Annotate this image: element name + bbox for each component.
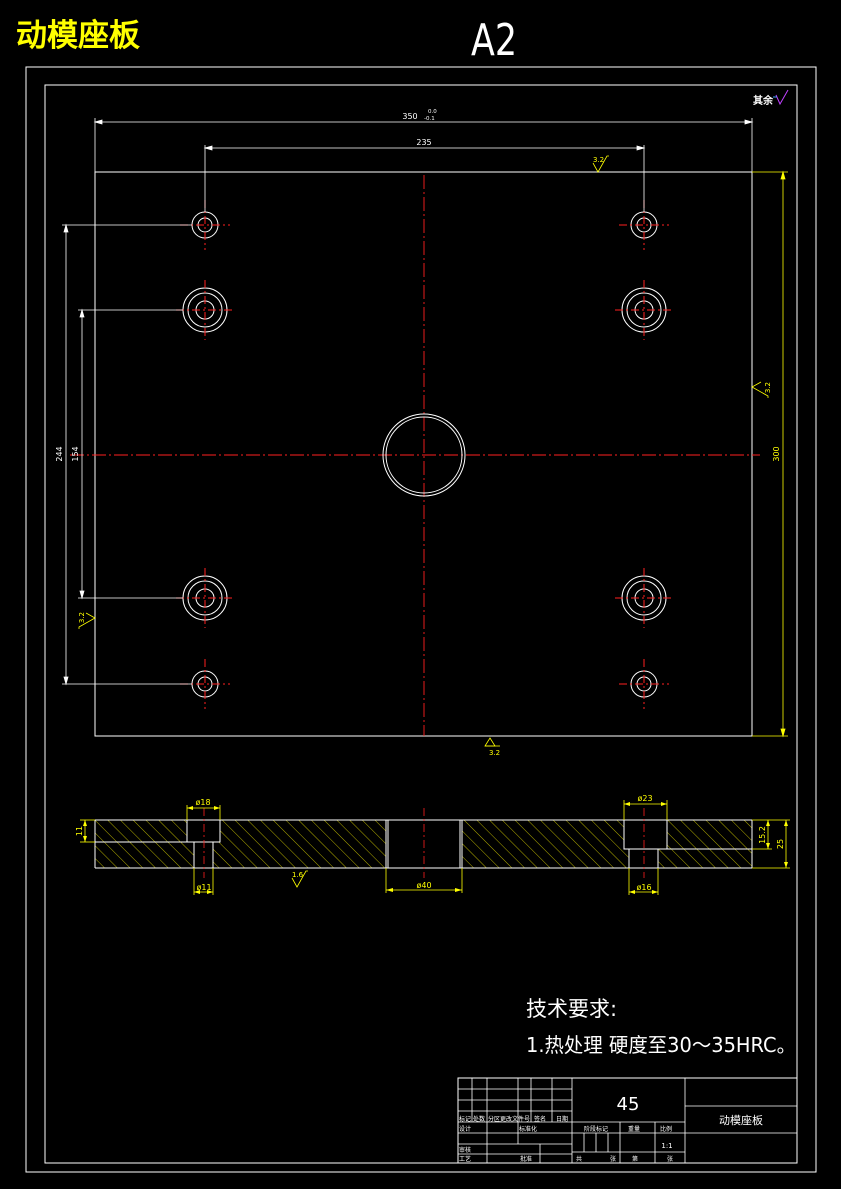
svg-text:重量: 重量 [628, 1125, 640, 1133]
dim-inner-hole-spacing-text: 154 [71, 446, 80, 461]
section-dimension-lines [80, 800, 790, 895]
section-outline [94, 819, 753, 869]
title-block: 45 动模座板 1:1 标记 处数 分区 更改文件号 签名 日期 设计 标准化 … [457, 1077, 798, 1164]
dim-dia-11: ø11 [196, 883, 211, 892]
svg-text:3.2: 3.2 [489, 749, 500, 757]
dim-thickness: 25 [776, 839, 785, 849]
dim-step-right: 15.2 [758, 826, 767, 844]
material-value: 45 [617, 1094, 640, 1115]
dim-height-text: 300 [772, 446, 781, 461]
dimension-height-300 [752, 170, 788, 738]
dim-dia-16: ø16 [636, 883, 651, 892]
hole-lower-right-large [615, 568, 673, 628]
svg-text:其余: 其余 [753, 94, 774, 107]
section-view: ø18 ø11 ø40 ø23 ø16 11 15.2 25 1.6 [75, 794, 790, 895]
svg-text:标记: 标记 [459, 1115, 471, 1123]
dim-width-text: 350 [402, 112, 417, 121]
dim-step-left: 11 [75, 826, 84, 836]
svg-text:共: 共 [576, 1155, 582, 1163]
roughness-symbol-bottom: 3.2 [484, 737, 500, 757]
svg-text:日期: 日期 [556, 1115, 568, 1123]
svg-text:标准化: 标准化 [519, 1125, 537, 1133]
svg-text:1.6: 1.6 [292, 871, 304, 879]
svg-text:3.2: 3.2 [593, 156, 604, 164]
svg-text:审核: 审核 [459, 1146, 471, 1154]
dim-dia-18: ø18 [195, 798, 210, 807]
title-block-labels: 标记 处数 分区 更改文件号 签名 日期 设计 标准化 审核 工艺 批准 阶段标… [459, 1115, 673, 1163]
outer-border [25, 66, 817, 1173]
tech-requirement-1: 1.热处理 硬度至30～35HRC。 [526, 1033, 796, 1057]
plan-view: 350 0.0 -0.1 235 3.2 300 3.2 [55, 109, 788, 757]
tech-requirements-heading: 技术要求: [526, 997, 617, 1021]
svg-text:张: 张 [610, 1155, 616, 1163]
svg-text:更改文件号: 更改文件号 [500, 1115, 530, 1123]
roughness-symbol-section: 1.6 [291, 870, 308, 888]
dimension-outer-hole-spacing-244 [62, 223, 192, 686]
dim-width-tol-upper: 0.0 [428, 109, 437, 115]
svg-text:设计: 设计 [459, 1125, 471, 1133]
svg-text:分区: 分区 [488, 1115, 500, 1123]
svg-text:3.2: 3.2 [78, 612, 86, 623]
roughness-symbol-top: 3.2 [592, 155, 609, 173]
central-hole [382, 413, 466, 497]
hole-lower-left-large [176, 568, 234, 628]
svg-text:处数: 处数 [473, 1115, 485, 1123]
title-block-part-name: 动模座板 [719, 1113, 763, 1127]
scale-value: 1:1 [661, 1142, 672, 1150]
part-title: 动模座板 [16, 18, 140, 54]
dimension-inner-hole-spacing-154 [78, 308, 183, 600]
plate-outline [94, 171, 753, 737]
dim-dia-23: ø23 [637, 794, 652, 803]
svg-text:张: 张 [667, 1155, 673, 1163]
dim-width-tol-lower: -0.1 [424, 116, 435, 122]
svg-text:3.2: 3.2 [764, 382, 772, 393]
svg-text:工艺: 工艺 [459, 1155, 471, 1163]
dim-dia-40: ø40 [416, 881, 431, 890]
hole-bottom-right-small [619, 659, 669, 709]
inner-frame [44, 84, 798, 1164]
dimension-width-350 [93, 118, 754, 172]
hole-upper-left-large [176, 280, 234, 340]
svg-text:阶段标记: 阶段标记 [584, 1125, 608, 1133]
hole-upper-right-large [615, 280, 673, 340]
dim-outer-hole-spacing-text: 244 [55, 446, 64, 461]
other-surfaces-roughness: 其余 [753, 89, 789, 107]
svg-text:比例: 比例 [660, 1125, 672, 1133]
dim-hole-spacing-x-text: 235 [416, 138, 431, 147]
dimension-hole-spacing-235 [203, 145, 646, 212]
svg-text:第: 第 [632, 1155, 638, 1163]
roughness-symbol-left: 3.2 [78, 612, 96, 629]
roughness-symbol-right: 3.2 [751, 381, 772, 398]
sheet-size-label: A2 [471, 15, 517, 66]
svg-text:签名: 签名 [534, 1115, 546, 1123]
svg-text:批准: 批准 [520, 1155, 532, 1163]
